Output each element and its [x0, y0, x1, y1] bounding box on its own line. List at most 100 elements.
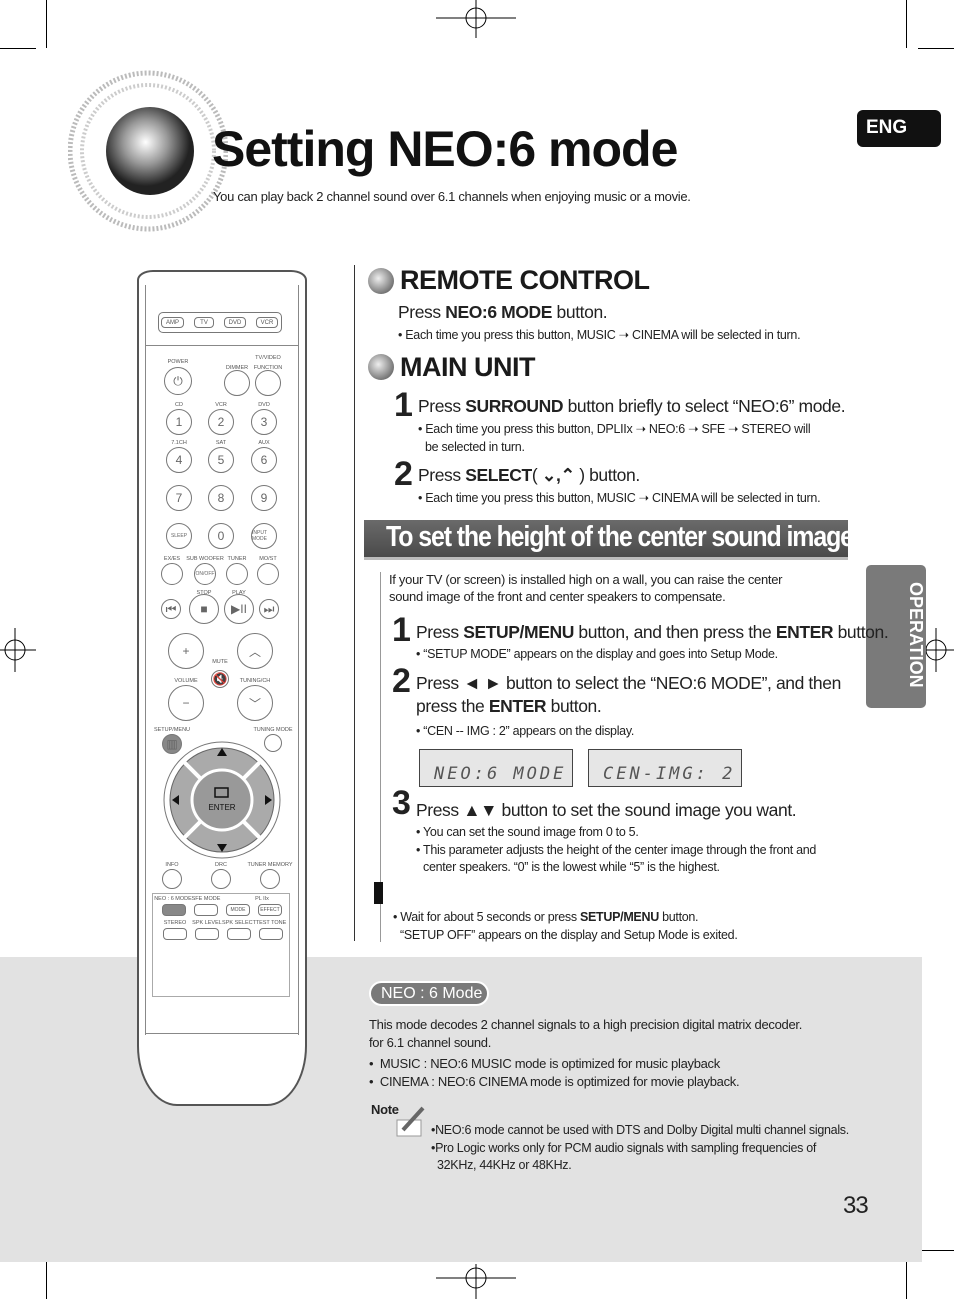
remote-label-aux: AUX: [258, 440, 270, 446]
remote-label-pl2: PL IIx: [255, 896, 269, 902]
remote-volume-up-button[interactable]: +: [168, 633, 204, 669]
remote-test-tone-button[interactable]: [259, 928, 283, 940]
crop-mark: [918, 1250, 954, 1251]
remote-label-info: INFO: [165, 862, 179, 868]
remote-tuning-up-button[interactable]: ︿: [237, 633, 273, 669]
step-number: 3: [392, 784, 411, 822]
final-note: • Wait for about 5 seconds or press SETU…: [393, 910, 699, 924]
remote-spk-level-button[interactable]: [195, 928, 219, 940]
center-step1: Press SETUP/MENU button, and then press …: [416, 622, 889, 642]
remote-drc-button[interactable]: [211, 869, 231, 889]
remote-8-button[interactable]: 8: [208, 485, 234, 511]
remote-subwoofer-button[interactable]: ON/OFF: [194, 563, 216, 585]
center-step3-bullet: • You can set the sound image from 0 to …: [416, 825, 639, 839]
remote-label-drc: DRC: [215, 862, 227, 868]
remote-spk-select-button[interactable]: [227, 928, 251, 940]
up-arrow-icon: [217, 748, 227, 756]
registration-mark: [436, 1264, 516, 1299]
center-step3-bullet-cont: center speakers. “0” is the lowest while…: [423, 860, 720, 874]
step-number: 1: [392, 611, 411, 649]
remote-pl2-effect-button[interactable]: EFFECT: [258, 904, 282, 916]
remote-6-button[interactable]: 6: [251, 447, 277, 473]
intro-text: If your TV (or screen) is installed high…: [389, 572, 783, 587]
remote-label-spk-select: SPK SELECT: [222, 920, 256, 926]
remote-vcr-button[interactable]: VCR: [256, 317, 278, 328]
remote-label-tuning-mode: TUNING MODE: [253, 727, 293, 733]
remote-play-button[interactable]: ▶II: [224, 594, 254, 624]
remote-label-exes: EX/ES: [163, 556, 181, 562]
remote-tuner-button[interactable]: [226, 563, 248, 585]
remote-ex-es-button[interactable]: [161, 563, 183, 585]
remote-1-button[interactable]: 1: [166, 409, 192, 435]
remote-stop-button[interactable]: ■: [189, 594, 219, 624]
remote-label-subwoofer: SUB WOOFER: [186, 556, 224, 562]
note-item-cont: 32KHz, 44KHz or 48KHz.: [437, 1158, 572, 1172]
remote-tuning-mode-button[interactable]: [264, 734, 282, 752]
intro-text: sound image of the front and center spea…: [389, 589, 726, 604]
main-unit-step1: Press SURROUND button briefly to select …: [418, 396, 846, 416]
remote-previous-button[interactable]: ⏮: [161, 599, 181, 619]
remote-label-cd: CD: [175, 402, 183, 408]
display-cen-img: CEN-IMG: 2: [588, 749, 742, 787]
remote-tuning-down-button[interactable]: ﹀: [237, 685, 273, 721]
crop-mark: [906, 0, 907, 48]
remote-volume-down-button[interactable]: −: [168, 685, 204, 721]
remote-9-button[interactable]: 9: [251, 485, 277, 511]
remote-stereo-button[interactable]: [163, 928, 187, 940]
remote-4-button[interactable]: 4: [166, 447, 192, 473]
remote-label-stop: STOP: [196, 590, 212, 596]
remote-tv-button[interactable]: TV: [194, 317, 214, 328]
center-step1-bullet: • “SETUP MODE” appears on the display an…: [416, 647, 778, 661]
step-number: 2: [394, 455, 413, 493]
remote-label-function: FUNCTION: [253, 365, 283, 371]
remote-sfe-mode-button[interactable]: [194, 904, 218, 916]
remote-pl2-mode-button[interactable]: MODE: [226, 904, 250, 916]
remote-label-setup-menu: SETUP/MENU: [153, 727, 191, 733]
step-number: 1: [394, 386, 413, 424]
down-arrow-icon: [217, 844, 227, 852]
remote-step: Press NEO:6 MODE button.: [398, 302, 608, 322]
remote-7-button[interactable]: 7: [166, 485, 192, 511]
remote-next-button[interactable]: ⏭: [259, 599, 279, 619]
remote-dimmer-button[interactable]: [224, 370, 250, 396]
neo6-description: This mode decodes 2 channel signals to a…: [369, 1017, 803, 1032]
remote-function-button[interactable]: [255, 370, 281, 396]
remote-label-neo6-mode: NEO : 6 MODE: [154, 896, 192, 902]
marker: [374, 882, 383, 904]
main-unit-heading: MAIN UNIT: [400, 352, 535, 382]
remote-navigation-pad[interactable]: [162, 740, 282, 860]
remote-label-tuning-ch: TUNING/CH: [239, 678, 271, 684]
section-tab-operation: OPERATION: [866, 565, 926, 708]
remote-info-button[interactable]: [162, 869, 182, 889]
remote-neo6-mode-button[interactable]: [162, 904, 186, 916]
remote-power-button[interactable]: ⏻: [164, 367, 192, 395]
remote-label-test-tone: TEST TONE: [255, 920, 287, 926]
remote-label-dimmer: DIMMER: [225, 365, 249, 371]
remote-mute-button[interactable]: 🔇: [211, 670, 229, 688]
crop-mark: [46, 1262, 47, 1299]
enter-icon: [214, 787, 229, 798]
remote-label-vcr2: VCR: [215, 402, 227, 408]
page-subtitle: You can play back 2 channel sound over 6…: [213, 189, 691, 204]
crop-mark: [918, 48, 954, 49]
remote-setup-menu-button[interactable]: ▥: [162, 734, 182, 754]
remote-mo-st-button[interactable]: [257, 563, 279, 585]
display-neo6-mode: NEO:6 MODE: [419, 749, 573, 787]
main-unit-step2: Press SELECT( ⌄,⌃ ) button.: [418, 465, 640, 485]
remote-dvd-button[interactable]: DVD: [224, 317, 246, 328]
registration-mark: [436, 0, 516, 38]
note-pencil-icon: [396, 1106, 425, 1137]
remote-label-sat: SAT: [215, 440, 227, 446]
remote-label-tvvideo: TV/VIDEO: [255, 355, 281, 361]
remote-5-button[interactable]: 5: [208, 447, 234, 473]
remote-input-mode-button[interactable]: INPUT MODE: [251, 523, 277, 549]
remote-0-button[interactable]: 0: [208, 523, 234, 549]
language-badge: ENG: [857, 110, 941, 147]
remote-3-button[interactable]: 3: [251, 409, 277, 435]
remote-sleep-button[interactable]: SLEEP: [166, 523, 192, 549]
registration-mark: [0, 628, 36, 672]
note-item: •NEO:6 mode cannot be used with DTS and …: [431, 1123, 849, 1137]
remote-2-button[interactable]: 2: [208, 409, 234, 435]
remote-amp-button[interactable]: AMP: [161, 317, 184, 328]
remote-tuner-memory-button[interactable]: [260, 869, 280, 889]
